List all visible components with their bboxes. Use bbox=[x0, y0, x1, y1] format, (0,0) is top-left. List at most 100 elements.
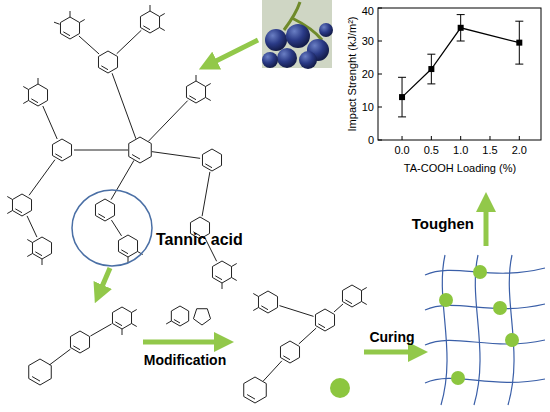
chem-bond bbox=[29, 160, 55, 196]
chem-bond bbox=[117, 30, 142, 53]
chem-ring bbox=[212, 261, 231, 283]
chem-bond bbox=[43, 106, 57, 139]
chem-hydroxyl-bond bbox=[42, 259, 43, 265]
chem-ring bbox=[52, 139, 71, 161]
chem-ring bbox=[315, 309, 334, 331]
impact-chart bbox=[378, 8, 541, 140]
chem-hydroxyl-bond bbox=[54, 22, 60, 24]
photo-ground bbox=[262, 0, 332, 68]
grape bbox=[319, 23, 333, 37]
tick-label: 0.5 bbox=[424, 144, 439, 157]
chem-bond bbox=[79, 36, 99, 54]
chem-hydroxyl-bond bbox=[132, 324, 137, 327]
step-label: Modification bbox=[144, 352, 226, 368]
grape-photo bbox=[262, 0, 333, 69]
chem-ring bbox=[258, 291, 277, 313]
chem-bond bbox=[90, 324, 111, 336]
chem-ring bbox=[98, 51, 117, 73]
axis-title: Impact Strenght (kJ/m²) bbox=[346, 17, 359, 132]
chem-hydroxyl-bond bbox=[27, 254, 32, 257]
step-label: Curing bbox=[369, 329, 414, 345]
chem-hydroxyl-bond bbox=[160, 28, 165, 31]
particle-dot bbox=[330, 378, 350, 398]
chem-bond bbox=[148, 101, 187, 142]
network-strand bbox=[425, 378, 545, 383]
chem-ring bbox=[95, 199, 114, 221]
y-tick bbox=[378, 107, 382, 108]
process-arrow bbox=[206, 40, 258, 66]
y-tick bbox=[378, 74, 382, 75]
chem-double-bond bbox=[215, 276, 222, 280]
x-tick bbox=[460, 136, 461, 140]
chem-double-bond bbox=[98, 214, 105, 218]
chem-double-bond bbox=[132, 155, 140, 160]
x-tick bbox=[431, 136, 432, 140]
data-point bbox=[458, 25, 464, 31]
chem-hydroxyl-bond bbox=[160, 14, 165, 17]
grape bbox=[265, 29, 287, 51]
step-label: Toughen bbox=[412, 215, 474, 232]
chem-hydroxyl-bond bbox=[27, 240, 32, 243]
x-tick bbox=[519, 136, 520, 140]
network-strand bbox=[441, 255, 447, 405]
chem-hydroxyl-bond bbox=[196, 75, 197, 81]
compound-label: Tannic acid bbox=[156, 231, 243, 249]
chem-double-bond bbox=[35, 252, 42, 256]
chem-hydroxyl-bond bbox=[206, 84, 211, 87]
chem-ring bbox=[70, 331, 89, 353]
grape bbox=[262, 52, 278, 68]
chem-double-bond bbox=[143, 26, 150, 30]
chem-bond bbox=[202, 172, 210, 216]
chem-ring bbox=[60, 17, 79, 39]
crosslinked-network bbox=[425, 255, 545, 405]
tick-label: 1.5 bbox=[482, 144, 497, 157]
error-bar bbox=[427, 54, 435, 84]
chem-ring bbox=[112, 307, 131, 329]
chem-double-bond bbox=[189, 96, 196, 100]
y-tick bbox=[378, 8, 382, 9]
tick-label: 30 bbox=[362, 35, 374, 48]
chem-bond bbox=[74, 150, 128, 151]
x-tick bbox=[402, 136, 403, 140]
chem-double-bond bbox=[121, 250, 128, 254]
chem-hydroxyl-bond bbox=[150, 5, 151, 11]
chem-hydroxyl-bond bbox=[38, 78, 39, 84]
chem-ring bbox=[129, 137, 152, 163]
chem-bond bbox=[299, 328, 316, 344]
chem-bond bbox=[279, 306, 313, 317]
tick-label: 40 bbox=[362, 5, 374, 18]
molecule-drawing bbox=[7, 5, 366, 403]
chem-hydroxyl-bond bbox=[362, 288, 367, 291]
chem-double-bond bbox=[247, 395, 255, 400]
error-bar bbox=[515, 21, 523, 64]
chem-double-bond bbox=[115, 322, 122, 326]
chem-ring bbox=[32, 237, 51, 259]
chem-double-bond bbox=[261, 306, 268, 310]
chem-hydroxyl-bond bbox=[122, 329, 123, 335]
chem-hydroxyl-bond bbox=[253, 294, 258, 297]
chem-hydroxyl-bond bbox=[166, 321, 171, 324]
network-strand bbox=[508, 255, 514, 405]
highlight-ellipse bbox=[72, 190, 152, 266]
chem-hydroxyl-bond bbox=[222, 283, 223, 289]
chem-hydroxyl-bond bbox=[7, 211, 12, 214]
network-strand bbox=[425, 340, 545, 345]
chem-double-bond bbox=[55, 154, 62, 158]
chem-ring bbox=[118, 235, 137, 257]
chem-double-bond bbox=[205, 164, 212, 168]
chem-double-bond bbox=[32, 377, 40, 382]
chem-hydroxyl-bond bbox=[23, 101, 28, 104]
chem-ring bbox=[28, 84, 47, 106]
plot-frame bbox=[378, 8, 541, 140]
chem-ring bbox=[342, 285, 361, 307]
chem-hydroxyl-bond bbox=[70, 11, 71, 17]
chem-bond bbox=[27, 216, 37, 237]
chem-ring bbox=[171, 306, 188, 326]
chem-double-bond bbox=[73, 346, 80, 350]
y-tick bbox=[378, 41, 382, 42]
crosslink-dot bbox=[451, 371, 465, 385]
data-point bbox=[428, 66, 434, 72]
chem-hydroxyl-bond bbox=[132, 310, 137, 313]
process-arrow bbox=[98, 268, 110, 296]
